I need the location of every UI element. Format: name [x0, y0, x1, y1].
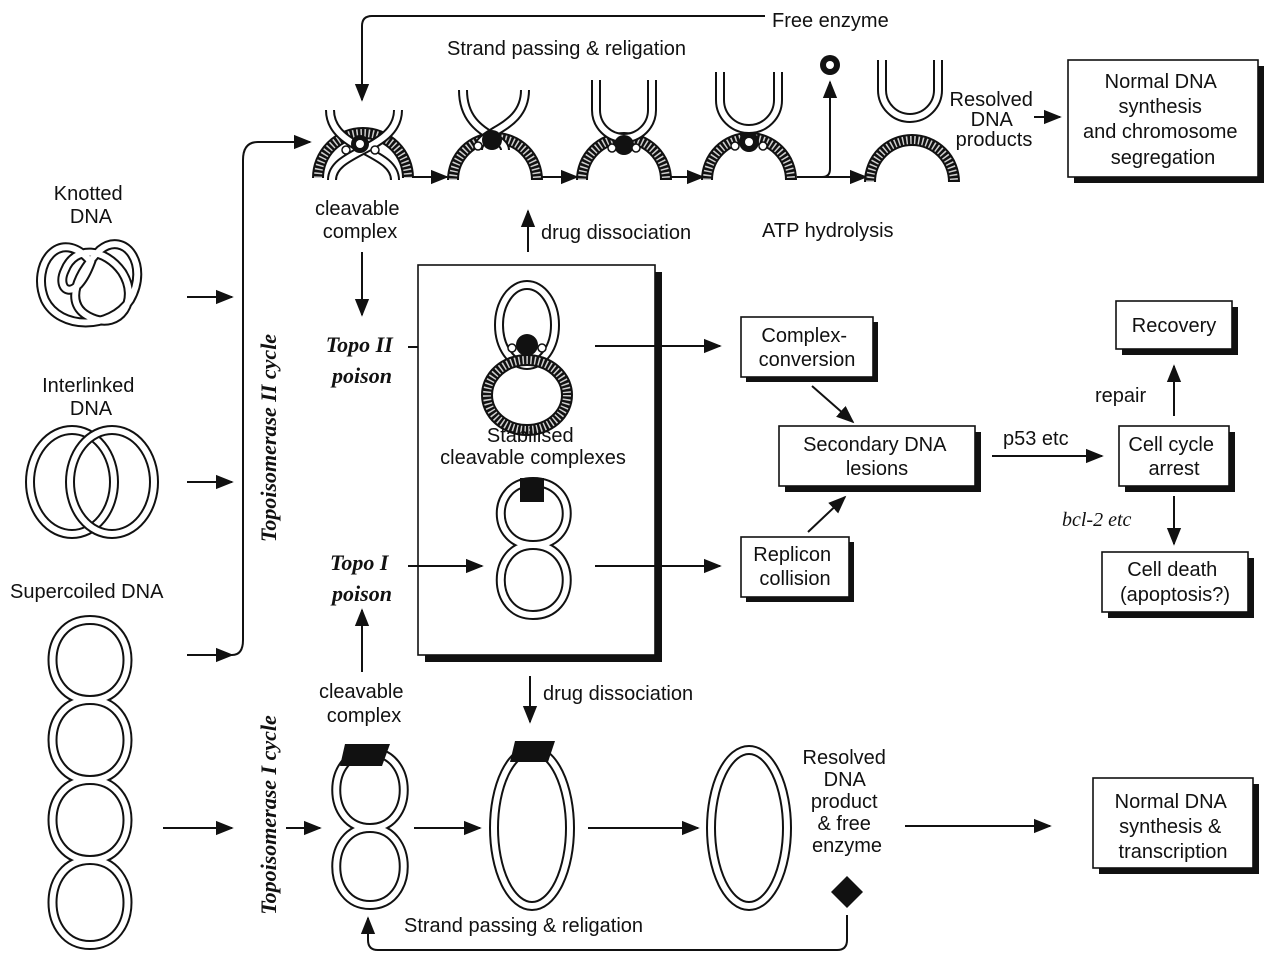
complex-conversion-box: Complex- conversion: [741, 317, 878, 382]
interlinked-dna-label: Interlinked DNA: [42, 375, 140, 420]
free-enzyme-diamond-icon: [831, 876, 863, 908]
supercoiled-dna-figure: [53, 620, 128, 945]
repair-label: repair: [1095, 385, 1146, 407]
topo2-complex-3: [582, 80, 666, 180]
normal-synthesis-top-box: Normal DNA synthesis and chromosome segr…: [1068, 60, 1264, 183]
supercoiled-dna-label: Supercoiled DNA: [10, 581, 164, 603]
p53-label: p53 etc: [1003, 428, 1069, 450]
svg-text:Normal DNA synthesis &: Normal DNA synthesis & transcription: [1115, 791, 1232, 863]
topo2-complex-1: [318, 110, 408, 180]
arrow-c4-enzyme: [797, 82, 830, 177]
free-enzyme-icon: [820, 55, 840, 75]
replicon-collision-box: Replicon collision: [741, 537, 854, 602]
resolved-product-label: Resolved DNA product & free enzyme: [803, 747, 892, 857]
topo1-opening-figure: [494, 741, 570, 906]
topo2-cycle-label: Topoisomerase II cycle: [256, 334, 281, 542]
topo1-cycle-label: Topoisomerase I cycle: [256, 715, 281, 915]
drug-dissociation-top-label: drug dissociation: [541, 222, 691, 244]
drug-dissociation-bottom-label: drug dissociation: [543, 683, 693, 705]
secondary-lesions-box: Secondary DNA lesions: [779, 426, 981, 492]
cleavable-complex-bottom-label: cleavable complex: [319, 681, 409, 727]
atp-hydrolysis-label: ATP hydrolysis: [762, 220, 894, 242]
topo1-poison-label: Topo I poison: [330, 550, 394, 606]
cleavable-complex-top-label: cleavable complex: [315, 198, 405, 243]
normal-synthesis-bottom-box: Normal DNA synthesis & transcription: [1093, 778, 1259, 874]
topo2-complex-2: [453, 90, 537, 180]
knotted-dna-figure: [41, 244, 137, 322]
cell-death-box: Cell death (apoptosis?): [1102, 552, 1254, 618]
free-enzyme-label: Free enzyme: [772, 10, 889, 32]
strand-passing-top-label: Strand passing & religation: [447, 38, 686, 60]
cell-cycle-arrest-box: Cell cycle arrest: [1119, 426, 1235, 492]
arrow-replicon-lesions: [808, 497, 845, 532]
resolved-dna-products-figure: [870, 60, 954, 182]
topo1-complex-figure: [336, 744, 404, 905]
bcl2-label: bcl-2 etc: [1062, 509, 1132, 531]
resolved-products-label: Resolved DNA products: [950, 89, 1039, 151]
interlinked-dna-figure: [30, 430, 154, 534]
topo1-resolved-figure: [711, 750, 787, 906]
topo2-complex-4: [707, 72, 791, 180]
topo2-poison-label: Topo II poison: [326, 332, 399, 388]
recovery-box: Recovery: [1116, 301, 1238, 355]
svg-text:Recovery: Recovery: [1132, 315, 1216, 337]
knotted-dna-label: Knotted DNA: [54, 183, 129, 228]
arrow-conversion-lesions: [812, 386, 853, 422]
strand-passing-bottom-label: Strand passing & religation: [404, 915, 643, 937]
